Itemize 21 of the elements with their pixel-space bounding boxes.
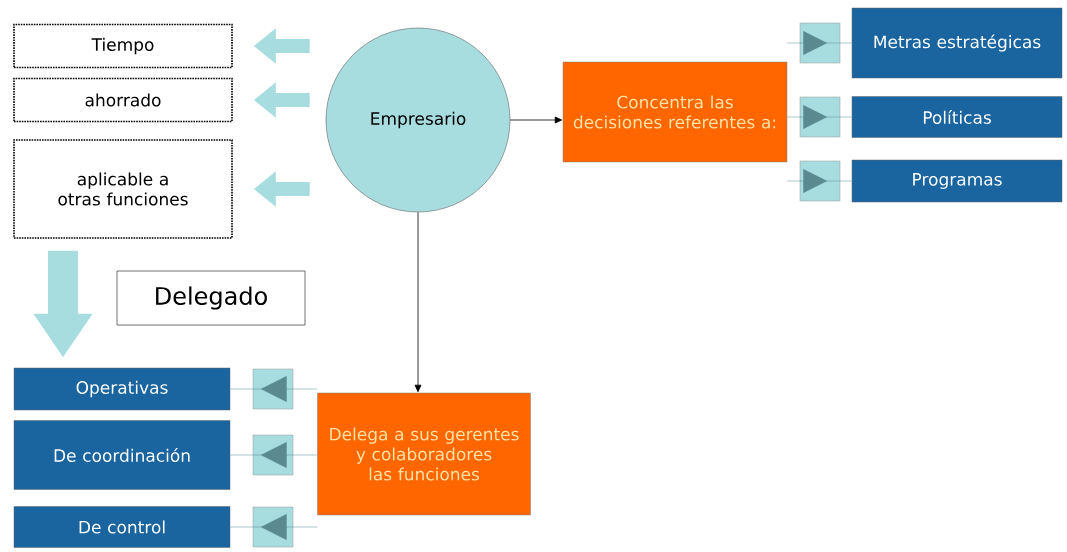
process-box: De coordinación [13, 420, 231, 490]
process-box: Políticas [851, 96, 1063, 138]
arrow [787, 31, 852, 55]
arrow [230, 514, 318, 540]
process-box: Operativas [13, 367, 231, 411]
arrow [509, 116, 563, 124]
process-box: De control [13, 506, 231, 548]
arrow [230, 442, 318, 468]
text-box: aplicable a otras funciones [13, 139, 233, 239]
arrow [230, 376, 318, 402]
text-box: Delegado [116, 270, 306, 326]
process-box: Concentra las decisiones referentes a: [562, 61, 788, 163]
circle-node: Empresario [325, 27, 511, 213]
text-box: ahorrado [13, 77, 233, 123]
arrow [414, 211, 422, 393]
arrow [787, 169, 852, 193]
arrow [787, 105, 852, 129]
text-box: Tiempo [13, 23, 233, 69]
process-box: Delega a sus gerentes y colaboradores las funciones [317, 392, 531, 516]
process-box: Programas [851, 159, 1063, 203]
process-box: Metras estratégicas [851, 7, 1063, 79]
